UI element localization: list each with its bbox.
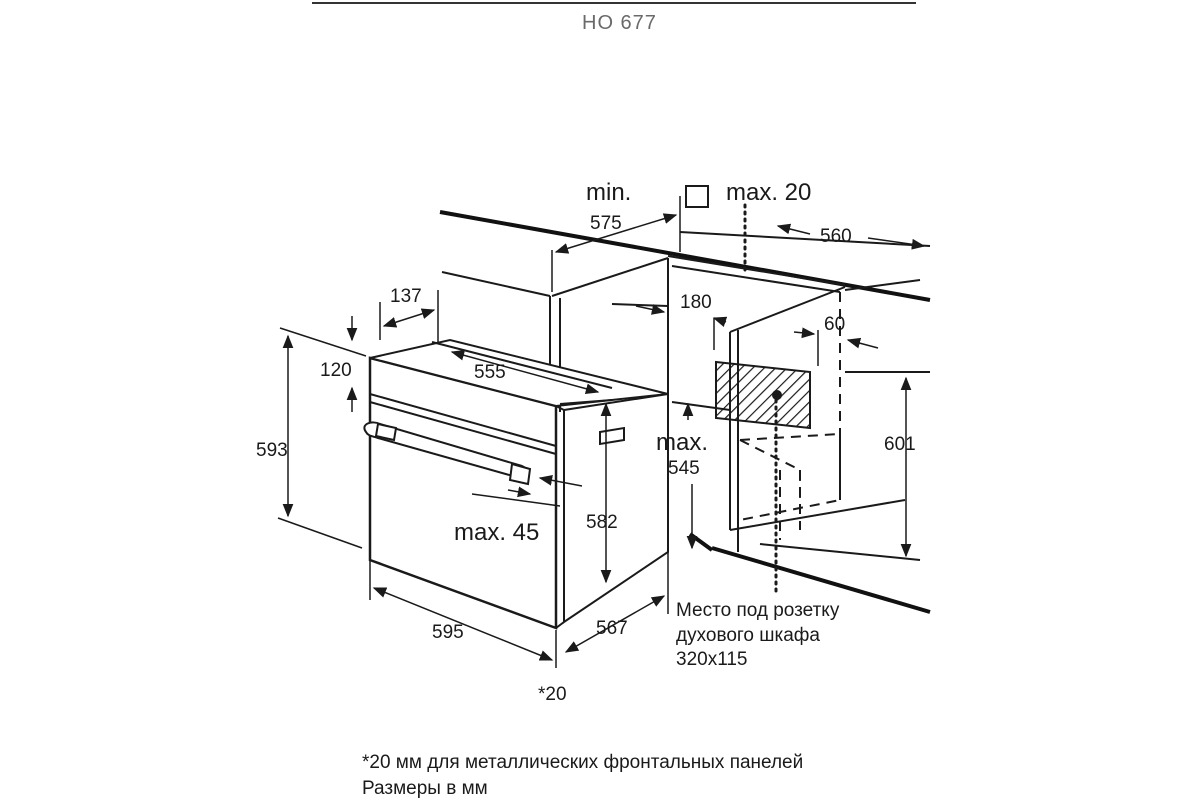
label-max: max.	[656, 429, 708, 456]
dim-line-575	[554, 213, 678, 254]
dimension-lines	[277, 196, 926, 668]
label-593: 593	[256, 440, 288, 461]
ext-593-bottom	[277, 517, 363, 549]
ext-593-top	[279, 327, 367, 357]
footer-note: *20 мм для металлических фронтальных пан…	[362, 752, 803, 773]
label-star-20: *20	[538, 684, 567, 705]
niche-right-wall-top	[844, 279, 921, 291]
footer-units: Размеры в мм	[362, 778, 488, 799]
label-max-20: max. 20	[726, 179, 811, 206]
label-582: 582	[586, 512, 618, 533]
dim-line-595	[372, 587, 554, 661]
plinth-front	[711, 546, 931, 614]
oven-frame-lip	[559, 399, 613, 405]
label-575: 575	[590, 213, 622, 234]
niche-top-left-edge	[551, 257, 669, 297]
oven-side-join-bottom	[555, 621, 565, 629]
label-min: min.	[586, 179, 631, 206]
hidden-box-depth	[739, 439, 801, 500]
mounting-bracket	[599, 426, 625, 446]
label-555: 555	[474, 362, 506, 383]
dim-line-60-left	[793, 327, 816, 339]
dim-line-max45-b	[507, 486, 532, 498]
vent-slot	[671, 265, 841, 293]
socket-note-line3: 320x115	[676, 649, 748, 670]
dim-line-137	[382, 308, 436, 328]
plinth-back	[759, 543, 921, 561]
floor-line	[729, 499, 906, 531]
niche-right-top	[729, 286, 846, 333]
label-120: 120	[320, 360, 352, 381]
label-180: 180	[680, 292, 712, 313]
label-60: 60	[824, 314, 845, 335]
model-title: HO 677	[582, 12, 657, 34]
oven-body-side	[563, 392, 669, 624]
socket-point	[772, 390, 782, 400]
label-max-45: max. 45	[454, 519, 539, 546]
dim-line-180-right	[712, 316, 728, 327]
label-601: 601	[884, 434, 916, 455]
countertop-back-edge	[679, 231, 931, 247]
min-gap-square-icon	[685, 185, 709, 208]
cabinet-niche	[439, 185, 931, 614]
dim-line-60-right	[846, 337, 879, 349]
label-137: 137	[390, 286, 422, 307]
niche-inner-top	[611, 303, 669, 307]
countertop-underside	[667, 255, 846, 286]
socket-note-line1: Место под розетку	[676, 600, 840, 621]
oven-side-join-top	[555, 405, 565, 411]
countertop-front-edge	[439, 210, 931, 302]
socket-area-hatched	[715, 360, 811, 430]
dim-line-560-left	[776, 223, 811, 235]
handle-mount-right	[508, 462, 532, 486]
dim-line-max45-a	[538, 474, 583, 487]
dim-line-180-left	[635, 304, 666, 315]
control-panel-line	[369, 393, 557, 447]
label-595: 595	[432, 622, 464, 643]
door-top-line	[369, 401, 557, 455]
hidden-box-front	[739, 432, 841, 521]
oven	[363, 338, 669, 630]
niche-left-top	[441, 271, 551, 297]
handle-mount-left	[374, 422, 398, 442]
socket-note-line2: духового шкафа	[676, 625, 820, 646]
dim-line-567	[564, 595, 666, 653]
dim-line-555	[450, 350, 600, 394]
floor-stub	[688, 532, 714, 552]
label-545: 545	[668, 458, 700, 479]
dim-line-560-right	[867, 237, 926, 250]
label-567: 567	[596, 618, 628, 639]
leader-max45	[471, 493, 561, 507]
label-560: 560	[820, 226, 852, 247]
